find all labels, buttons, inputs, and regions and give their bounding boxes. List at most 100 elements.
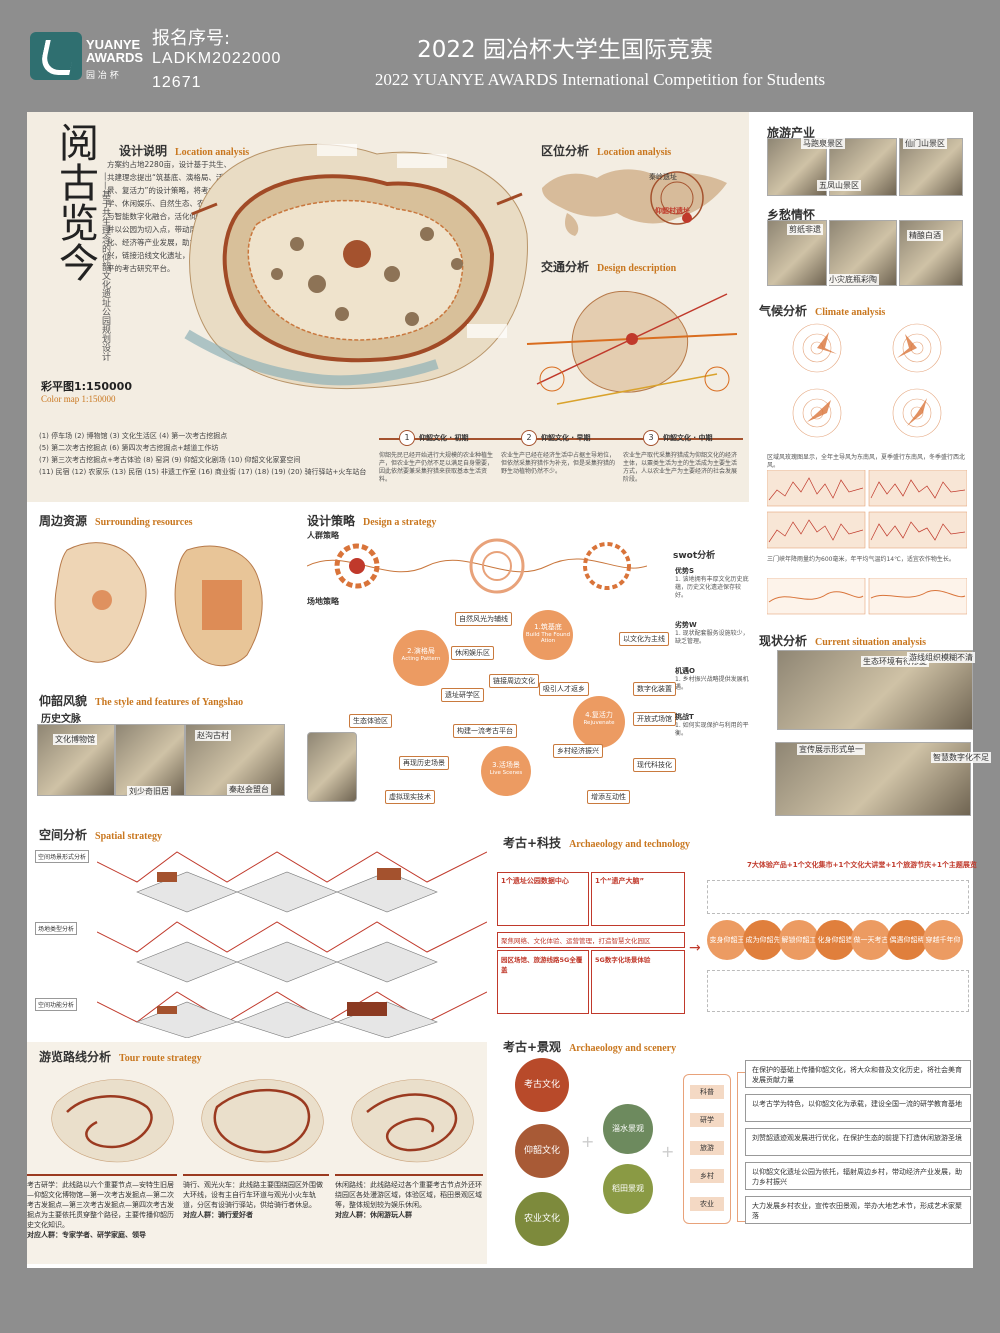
temperature-charts [767, 578, 967, 615]
hub-label: 3.活场景 [492, 761, 520, 769]
archtech-heading-cn: 考古+科技 [503, 836, 562, 850]
hub-label: 1.筑基底 [534, 623, 562, 631]
archtech-box-title: 园区场馆、旅游线路5G全覆盖 [501, 956, 583, 974]
archtech-box-data-center: 1个遗址公园数据中心 [497, 872, 589, 926]
project-title: 阅古览今 [52, 122, 98, 282]
registration-number-2: 12671 [152, 74, 202, 91]
tourism-caption: 马跑泉景区 [801, 138, 845, 149]
strategy-heading-cn: 设计策略 [307, 514, 356, 528]
strategy-chip: 构建一流考古平台 [453, 724, 517, 738]
plan-legend-line: (1) 停车场 (2) 博物馆 (3) 文化生活区 (4) 第一次考古挖掘点 [39, 432, 228, 440]
resources-heading-en: Surrounding resources [95, 517, 193, 528]
archtech-top: 7大体验产品+1个文化集市+1个文化大讲堂+1个旅游节庆+1个主题展览 [747, 861, 977, 869]
strategy-chip: 链接周边文化 [489, 674, 539, 688]
archtech-scene-row [707, 970, 969, 1012]
tour-item-cycling: 骑行、观光火车：此线路主要围绕园区外围做大环线，设有主自行车环道与观光小火车轨道… [183, 1174, 329, 1220]
tour-item-leisure: 休闲路线：此线路经过各个重要考古节点外还环绕园区各处漫游区域，体验区域，稻田景观… [335, 1174, 483, 1220]
tour-heading-en: Tour route strategy [119, 1053, 202, 1064]
traffic-map [526, 290, 738, 405]
yuanye-logo-icon [30, 32, 82, 80]
plan-legend-line: (7) 第三次考古挖掘点+考古体验 (8) 窑洞 (9) 仰韶文化剧场 (10)… [39, 456, 301, 464]
spatial-axonometric-diagrams [97, 851, 487, 1038]
timeline-num: 3 [643, 430, 659, 446]
yangshao-heading-en: The style and features of Yangshao [95, 697, 244, 708]
tour-item-target: 对应人群：骑行爱好者 [183, 1211, 253, 1219]
spatial-row-label: 空间场景形式分析 [35, 850, 90, 863]
culture-heading-cn: 乡愁情怀 [767, 208, 816, 222]
climate-heading-cn: 气候分析 [759, 304, 808, 318]
archtech-box-brain: 1个“遗产大脑” [591, 872, 685, 926]
chain-item: 做一天考古家 [851, 920, 891, 984]
archtech-heading-en: Archaeology and technology [569, 839, 690, 850]
scene-row: 以仰韶文化遗址公园为依托，辐射周边乡村，带动经济产业发展，助力乡村振兴 [745, 1162, 971, 1190]
registration-label: 报名序号: [152, 28, 231, 49]
location-label-qinling: 秦岭遗址 [649, 173, 677, 181]
hub-scenes: 3.活场景 Live Scenes [481, 746, 531, 796]
hub-label-en: Rejuvenate [583, 720, 615, 726]
yangshao-caption: 文化博物馆 [53, 734, 97, 745]
archtech-section: 考古+科技 Archaeology and technology 7大体验产品+1… [493, 820, 977, 1038]
scene-tag: 科普 [690, 1085, 724, 1099]
strategy-chip: 虚拟现实技术 [385, 790, 435, 804]
scene-tag: 乡村 [690, 1169, 724, 1183]
resources-maps [54, 542, 263, 667]
timeline-label: 仰韶文化 · 初期 [419, 434, 469, 442]
current-heading-en: Current situation analysis [815, 637, 926, 648]
rainfall-charts [767, 470, 967, 549]
timeline-label: 仰韶文化 · 中期 [663, 434, 713, 442]
current-label: 智慧数字化不足 [931, 752, 991, 763]
hub-found: 1.筑基底 Build The Found Ation [523, 610, 573, 660]
archtech-mid: 聚焦网络、文化体验、运营管理，打造智慧文化园区 [497, 932, 685, 948]
scene-row: 刘赞韶遗迹观发展进行优化，在保护生态的前提下打造休闲旅游圣境 [745, 1128, 971, 1156]
hub-label-en: Live Scenes [489, 770, 523, 776]
scene-rows: 在保护的基础上传播仰韶文化，将大众和普及文化历史，将社会美育发展贡献力量 以考古… [745, 1060, 973, 1260]
strategy-chip: 现代科技化 [633, 758, 676, 772]
swot-heading: swot分析 [673, 551, 716, 561]
archtech-chain: 变身仰韶王 成为仰韶先民 解锁仰韶工匠 化身仰韶猎人 做一天考古家 偶遇仰韶稀花… [707, 920, 969, 984]
swot-text: 1. 现状配套服务设施较少，缺乏管理。 [675, 630, 749, 645]
scene-circle-river: 淄水景观 [603, 1104, 653, 1154]
scene-tag: 农业 [690, 1197, 724, 1211]
tour-item-text: 骑行、观光火车：此线路主要围绕园区外围做大环线，设有主自行车环道与观光小火车轨道… [183, 1181, 323, 1209]
strategy-chip: 再现历史场景 [399, 756, 449, 770]
climate-note-2: 三门峡年降雨量约为600毫米，年平均气温约14℃，适宜农作物生长。 [767, 556, 955, 563]
logo-text: YUANYE AWARDS [86, 38, 143, 64]
archscene-heading-cn: 考古+景观 [503, 1040, 562, 1054]
arrow-right-icon: → [689, 940, 701, 956]
culture-caption: 剪纸非遗 [787, 224, 823, 235]
plus-icon: + [581, 1132, 595, 1151]
swot-text: 1. 如何实现保护与利用的平衡。 [675, 722, 749, 737]
yangshao-heading-cn: 仰韶风貌 [39, 694, 88, 708]
timeline-text: 农业生产取代采集狩猎成为仰韶文化的经济主体，以粟类生活为主的生活成为主要生活方式… [623, 452, 738, 483]
registration-number-1: LADKM2022000 [152, 50, 282, 67]
archtech-box-title: 5G数字化场景体验 [595, 956, 651, 964]
hub-label-en: Build The Found Ation [525, 632, 571, 644]
climate-note-1: 区域风玫瑰图显示，全年主导风为东南风，夏季盛行东南风，冬季盛行西北风。 [767, 454, 966, 469]
scene-circle-archaeology: 考古文化 [515, 1058, 569, 1112]
tour-route-maps [51, 1079, 474, 1163]
tour-item-text: 休闲路线：此线路经过各个重要考古节点外还环绕园区各处漫游区域，体验区域，稻田景观… [335, 1181, 482, 1209]
logo-sub: 园 冶 杯 [86, 71, 119, 81]
scene-circle-agriculture: 农业文化 [515, 1192, 569, 1246]
scene-tag: 旅游 [690, 1141, 724, 1155]
scene-bracket [737, 1072, 747, 1222]
strategy-chip: 生态体验区 [349, 714, 392, 728]
archtech-heading: 考古+科技 Archaeology and technology [503, 832, 690, 851]
chain-item: 穿越千年仰韶 [923, 920, 963, 984]
spatial-heading-cn: 空间分析 [39, 828, 88, 842]
chain-item: 变身仰韶王 [707, 920, 747, 960]
project-subtitle: ——基于共生理念的仰韶文化遗址公园规划设计 [100, 172, 110, 361]
strategy-photo [307, 732, 357, 802]
yangshao-caption: 刘少奇旧居 [127, 786, 171, 797]
right-column: 旅游产业 马跑泉景区 仙门山景区 五凤山景区 乡愁情怀 剪纸非遗 精酿白酒 小灾… [757, 112, 975, 812]
